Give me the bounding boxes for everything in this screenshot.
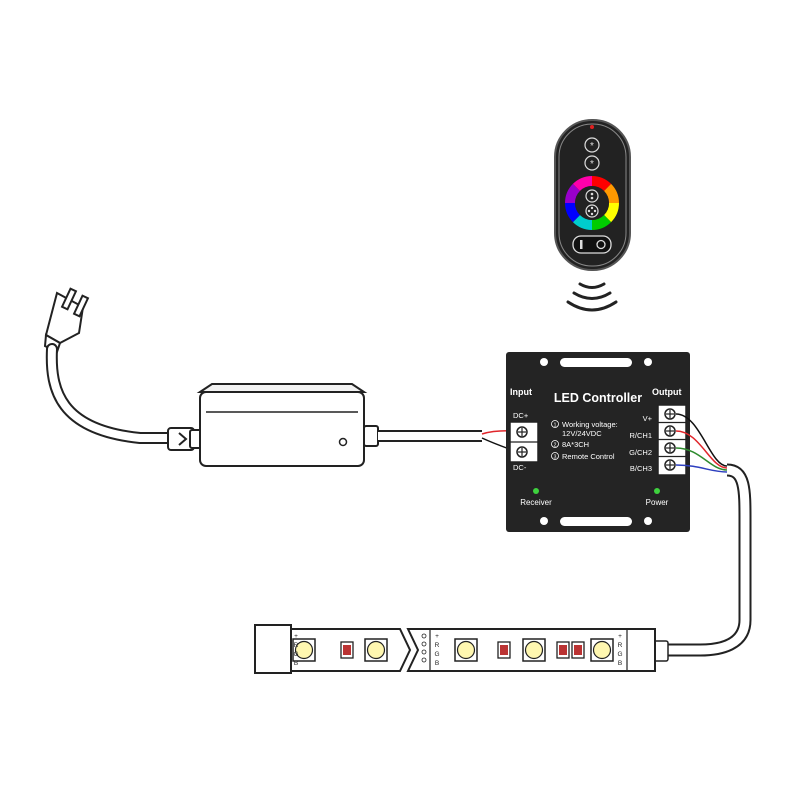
color-wheel-segment <box>604 203 619 223</box>
mounting-slot-bottom <box>540 517 652 526</box>
strip-channel-label: R <box>294 642 299 649</box>
color-wheel-segment <box>592 215 612 230</box>
power-toggle-button <box>572 235 612 254</box>
dc-minus-label: DC- <box>513 463 527 472</box>
output-label-ch3: B/CH3 <box>630 464 652 473</box>
strip-channel-label: R <box>618 642 623 649</box>
speed-icon <box>585 189 599 203</box>
svg-text:*: * <box>590 159 594 170</box>
output-heading: Output <box>652 387 682 397</box>
led-strip: +RGB+RGB+RGB <box>254 624 656 674</box>
strip-channel-label: G <box>293 651 298 658</box>
svg-text:*: * <box>590 141 594 152</box>
receiver-indicator-led <box>533 488 539 494</box>
output-label-ch1: R/CH1 <box>629 431 652 440</box>
rf-remote-control: * * <box>554 119 631 271</box>
adapter-indicator-led <box>338 437 348 447</box>
power-label: Power <box>646 498 669 507</box>
ac-power-cord <box>45 343 176 444</box>
dc-plus-label: DC+ <box>513 411 529 420</box>
strip-end-cap <box>254 624 292 674</box>
color-wheel-segment <box>592 176 612 191</box>
color-wheel-segment <box>565 203 580 223</box>
solder-pad <box>421 641 427 647</box>
output-terminal-block <box>657 404 687 476</box>
strip-channel-label: R <box>435 642 440 649</box>
color-wheel-segment <box>572 215 592 230</box>
solder-pad <box>421 657 427 663</box>
solder-pad <box>421 633 427 639</box>
led-controller: Input Output LED Controller DC+ DC- 1 Wo… <box>506 352 690 532</box>
svg-text:2: 2 <box>554 443 557 449</box>
strip-channel-label: G <box>617 651 622 658</box>
output-label-vplus: V+ <box>643 414 653 423</box>
color-wheel <box>565 176 619 230</box>
controller-title: LED Controller <box>554 391 642 405</box>
color-wheel-segment <box>604 183 619 203</box>
mounting-slot-top <box>540 358 652 367</box>
svg-text:1: 1 <box>554 423 557 429</box>
color-wheel-segment <box>565 183 580 203</box>
strip-channel-label: B <box>294 660 298 667</box>
input-terminal-block <box>509 421 539 463</box>
power-adapter <box>196 383 379 467</box>
output-label-ch2: G/CH2 <box>629 448 652 457</box>
strip-channel-label: + <box>294 633 298 640</box>
strip-channel-label: B <box>618 660 622 667</box>
brightness-down-icon: * <box>584 155 600 171</box>
brightness-up-icon: * <box>584 137 600 153</box>
solder-pad <box>421 649 427 655</box>
spec-voltage-value: 12V/24VDC <box>562 429 602 438</box>
mode-icon <box>585 204 599 218</box>
rgb-output-wires <box>675 413 728 473</box>
spec-remote-control: Remote Control <box>562 452 615 461</box>
color-wheel-segment <box>572 176 592 191</box>
strip-channel-label: G <box>434 651 439 658</box>
remote-indicator-led <box>590 125 594 129</box>
ac-power-plug <box>43 287 90 354</box>
strip-channel-label: + <box>435 633 439 640</box>
spec-current: 8A*3CH <box>562 440 589 449</box>
cord-connector <box>167 427 205 451</box>
controller-specs: 1 Working voltage: 12V/24VDC 2 8A*3CH 3 … <box>551 420 618 461</box>
wireless-signal-icon <box>566 282 618 312</box>
svg-text:3: 3 <box>554 455 557 461</box>
spec-working-voltage: Working voltage: <box>562 420 618 429</box>
strip-channel-label: B <box>435 660 439 667</box>
receiver-label: Receiver <box>520 498 552 507</box>
input-heading: Input <box>510 387 532 397</box>
strip-channel-label: + <box>618 633 622 640</box>
power-indicator-led <box>654 488 660 494</box>
